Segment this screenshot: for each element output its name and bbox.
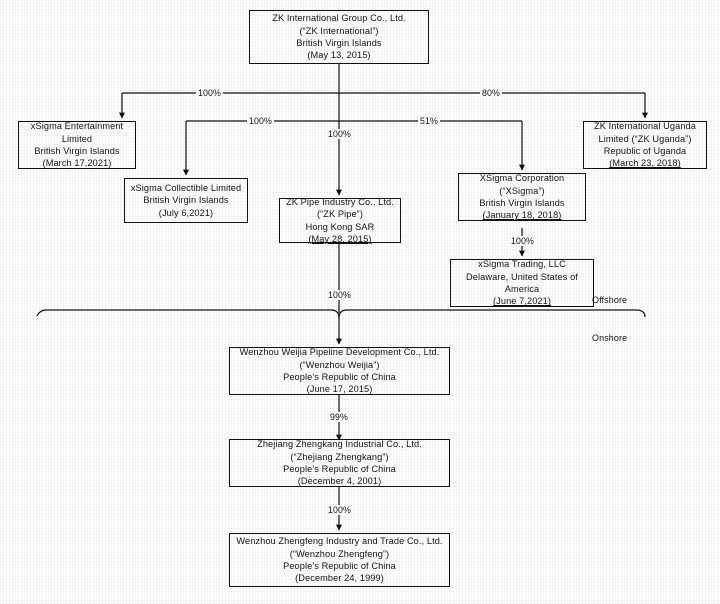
- zone-label-offshore: Offshore: [592, 295, 628, 305]
- edge-label-pipe-to-weijia: 100%: [326, 290, 353, 300]
- box-line: People’s Republic of China: [283, 561, 396, 571]
- box-line: ZK International Uganda: [594, 121, 696, 132]
- box-line: People’s Republic of China: [283, 464, 396, 474]
- edge-label-zk-to-xsigma: 51%: [418, 116, 440, 126]
- edge-label-xsigma-to-trading: 100%: [509, 236, 536, 246]
- box-line: XSigma Corporation: [479, 173, 565, 184]
- box-line: (May 13, 2015): [307, 50, 371, 61]
- box-line: Wenzhou Zhengfeng Industry and Trade Co.…: [236, 536, 443, 547]
- edge-label-zhengkang-to-zhengfeng: 100%: [326, 505, 353, 515]
- box-wenzhou-weijia[interactable]: Wenzhou Weijia Pipeline Development Co.,…: [229, 347, 450, 395]
- edge-label-zk-to-entertainment: 100%: [196, 88, 223, 98]
- box-line: Wenzhou Weijia Pipeline Development Co.,…: [239, 347, 440, 358]
- box-line: British Virgin Islands: [143, 195, 229, 206]
- box-line: Republic of Uganda: [603, 146, 687, 156]
- box-zk-international[interactable]: ZK International Group Co., Ltd. (“ZK In…: [249, 10, 429, 64]
- box-line: (March 17,2021): [42, 158, 112, 169]
- edge-label-zk-to-pipe: 100%: [326, 129, 353, 139]
- box-line: Zhejiang Zhengkang Industrial Co., Ltd.: [257, 439, 422, 450]
- box-line: Limited (“ZK Uganda”): [598, 133, 692, 144]
- box-line: ZK International Group Co., Ltd.: [272, 13, 406, 24]
- box-line: xSigma Collectible Limited: [130, 182, 242, 193]
- box-line: (“Wenzhou Zhengfeng”): [289, 548, 390, 559]
- box-xsigma-entertainment[interactable]: xSigma Entertainment Limited British Vir…: [18, 121, 136, 169]
- box-line: America: [504, 284, 540, 294]
- box-line: ZK Pipe Industry Co., Ltd.: [286, 196, 394, 207]
- zone-label-onshore: Onshore: [592, 333, 628, 343]
- box-line: Limited: [61, 133, 93, 144]
- box-line: People’s Republic of China: [283, 372, 396, 382]
- box-line: (“ZK International”): [299, 25, 379, 36]
- box-line: (December 24, 1999): [295, 573, 384, 584]
- box-line: (“ZK Pipe”): [316, 209, 364, 220]
- box-line: (March 23, 2018): [609, 158, 681, 169]
- box-line: Hong Kong SAR: [305, 221, 375, 232]
- box-line: Delaware, United States of: [466, 271, 578, 282]
- box-line: (June 17, 2015): [306, 384, 373, 395]
- edge-label-zk-to-uganda: 80%: [480, 88, 502, 98]
- box-xsigma-collectible[interactable]: xSigma Collectible Limited British Virgi…: [124, 178, 248, 223]
- box-xsigma-corporation[interactable]: XSigma Corporation (“XSigma”) British Vi…: [458, 173, 586, 221]
- edge-label-weijia-to-zhengkang: 99%: [328, 412, 350, 422]
- box-line: (January 18, 2018): [482, 210, 562, 221]
- box-line: British Virgin Islands: [479, 198, 565, 208]
- edge-label-zk-to-collectible: 100%: [247, 116, 274, 126]
- box-line: (December 4, 2001): [297, 476, 382, 487]
- box-line: (“XSigma”): [499, 185, 545, 196]
- box-line: (June 7,2021): [493, 296, 551, 307]
- box-xsigma-trading[interactable]: xSigma Trading, LLC Delaware, United Sta…: [450, 259, 594, 307]
- box-zk-pipe[interactable]: ZK Pipe Industry Co., Ltd. (“ZK Pipe”) H…: [279, 196, 401, 244]
- box-line: (“Zhejiang Zhengkang”): [290, 451, 389, 462]
- box-line: British Virgin Islands: [296, 38, 382, 48]
- box-line: (May 28, 2015): [308, 233, 372, 244]
- box-line: (“Wenzhou Weijia”): [299, 359, 380, 370]
- box-zhejiang-zhengkang[interactable]: Zhejiang Zhengkang Industrial Co., Ltd. …: [229, 439, 450, 487]
- box-line: (July 6,2021): [158, 207, 214, 218]
- box-line: xSigma Entertainment: [30, 121, 124, 132]
- box-zk-uganda[interactable]: ZK International Uganda Limited (“ZK Uga…: [583, 121, 707, 169]
- box-line: xSigma Trading, LLC: [478, 259, 566, 270]
- box-wenzhou-zhengfeng[interactable]: Wenzhou Zhengfeng Industry and Trade Co.…: [229, 533, 450, 587]
- box-line: British Virgin Islands: [34, 146, 120, 156]
